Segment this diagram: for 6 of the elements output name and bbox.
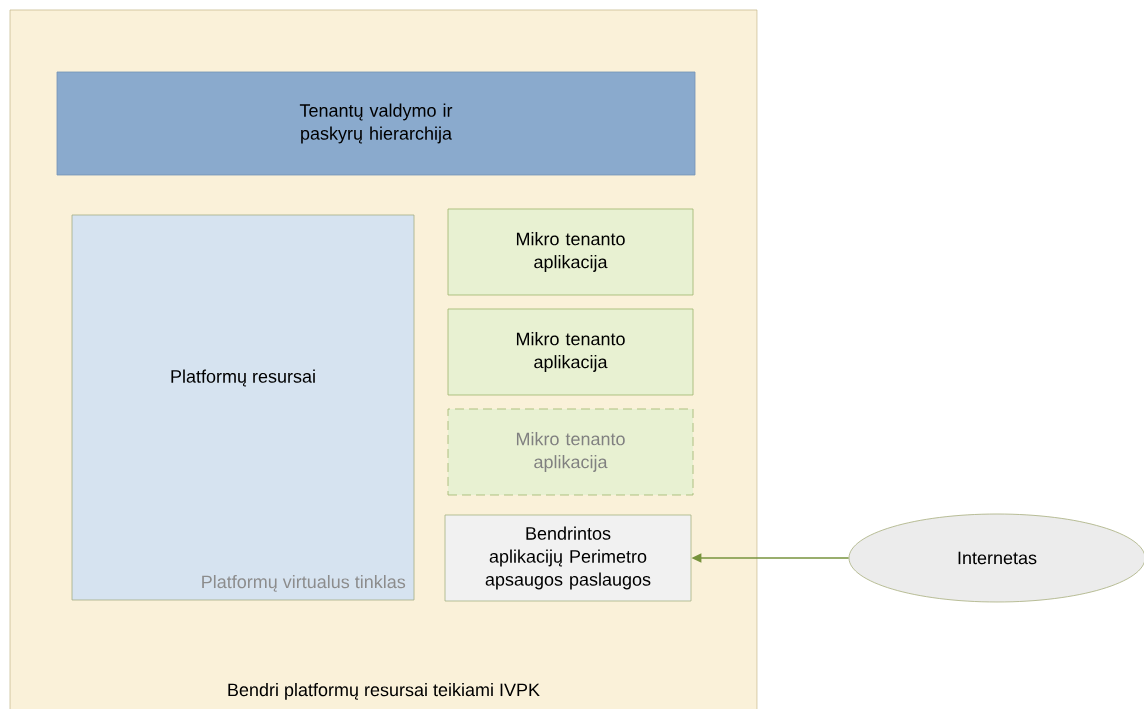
resources-panel: Platformų resursai Platformų virtualus tinklas	[71, 214, 415, 601]
application-box: Mikro tenanto aplikacija	[447, 408, 694, 496]
management-bar: Tenantų valdymo ir paskyrų hierarchija	[56, 71, 696, 176]
application-box: Bendrintos aplikacijų Perimetro apsaugos paslaugos	[444, 514, 692, 602]
application-box: Mikro tenanto aplikacija	[447, 308, 694, 396]
application-box: Mikro tenanto aplikacija	[447, 208, 694, 296]
